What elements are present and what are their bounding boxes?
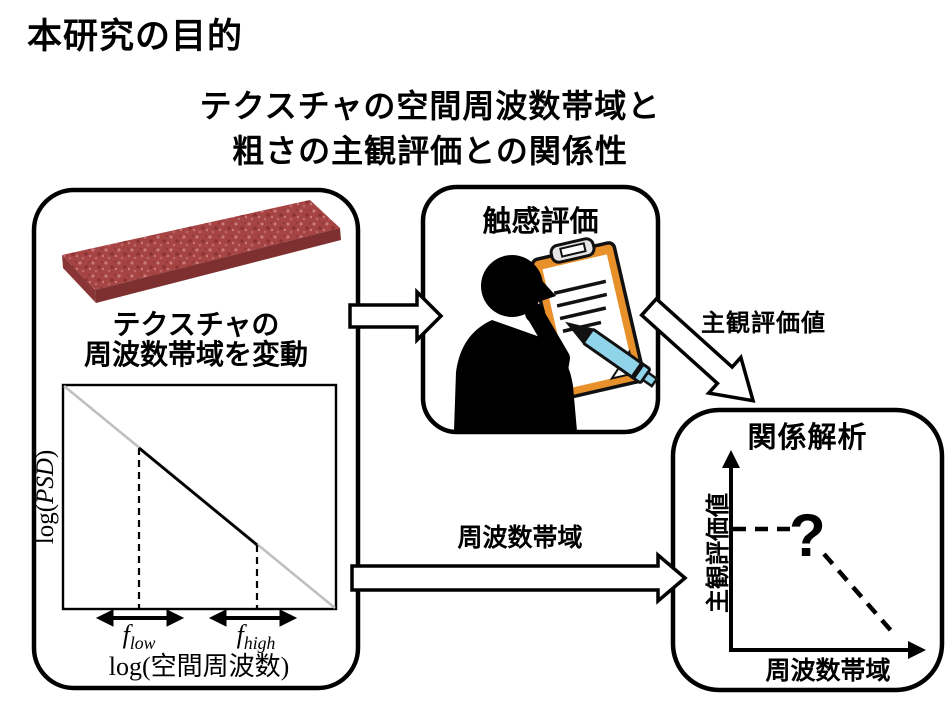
texture-to-analysis-arrow: [350, 551, 688, 605]
touch-to-analysis-arrow: [639, 296, 756, 403]
question-mark: ?: [789, 502, 826, 569]
analysis-x-axis-label: 周波数帯域: [765, 657, 891, 685]
psd-chart: [61, 383, 338, 627]
texture-caption: テクスチャの 周波数帯域を変動: [40, 309, 352, 371]
fhigh-range-arrow: [208, 609, 298, 627]
pen-icon: [565, 321, 659, 388]
f-low-label: flow: [122, 620, 156, 654]
page-title: 本研究の目的: [27, 17, 244, 56]
psd-y-axis-label: log(PSD): [32, 449, 59, 545]
subtitle-line-2: 粗さの主観評価との関係性: [232, 133, 628, 170]
texture-sample-image: [62, 200, 341, 303]
touch-evaluation-title: 触感評価: [482, 206, 599, 238]
analysis-panel-box: [670, 407, 945, 693]
subtitle-line-1: テクスチャの空間周波数帯域と: [199, 88, 661, 124]
texture-to-touch-arrow: [348, 287, 444, 345]
flow-range-arrow: [95, 609, 185, 627]
psd-passband-line: [138, 446, 258, 547]
analysis-dashed-drop: [822, 552, 896, 636]
slide-subtitle: テクスチャの空間周波数帯域と 粗さの主観評価との関係性: [95, 84, 765, 175]
thinking-person-silhouette: [454, 255, 577, 431]
texture-caption-line-2: 周波数帯域を変動: [83, 339, 308, 371]
subjective-value-arrow-label: 主観評価値: [701, 310, 826, 337]
psd-x-axis-label: log(空間周波数): [108, 652, 290, 681]
analysis-y-axis-label: 主観評価値: [705, 493, 732, 613]
relation-analysis-title: 関係解析: [747, 422, 868, 454]
f-high-label: fhigh: [236, 620, 276, 654]
texture-caption-line-1: テクスチャの: [112, 309, 280, 340]
frequency-band-arrow-label: 周波数帯域: [457, 524, 583, 552]
analysis-chart: [722, 450, 926, 659]
